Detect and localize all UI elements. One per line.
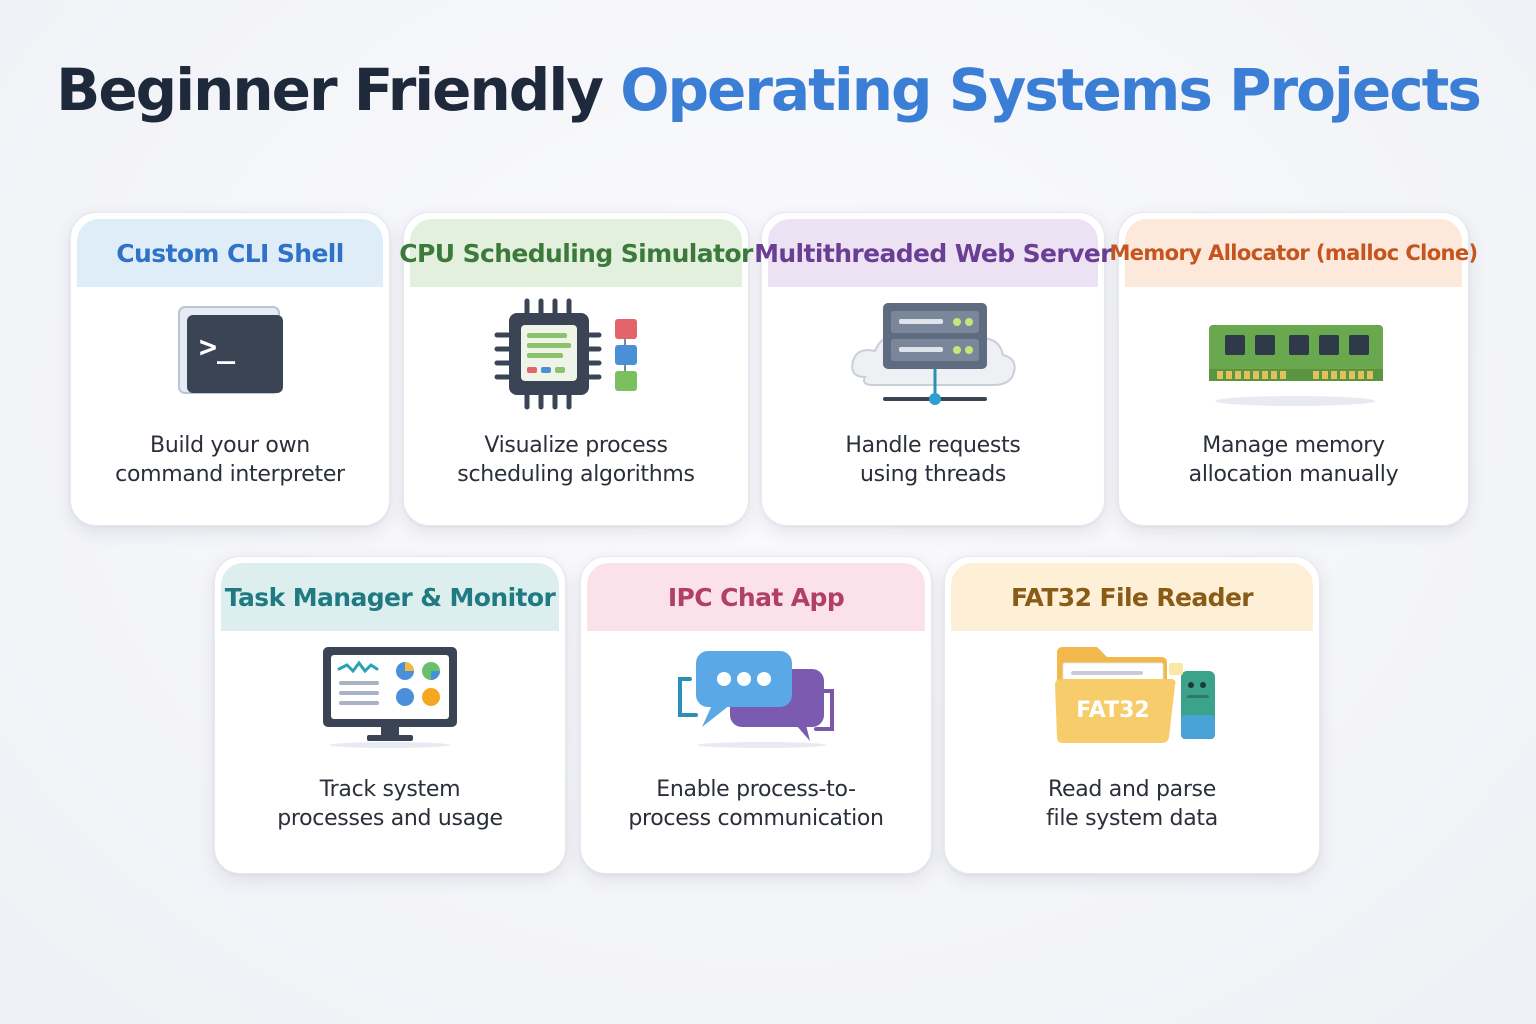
description-line-1: Handle requests [845, 433, 1021, 458]
terminal-icon: >_ [165, 295, 295, 409]
project-card-memory-allocator: Memory Allocator (malloc Clone) Manage m… [1109, 212, 1478, 526]
project-card-cli-shell: Custom CLI Shell >_ Build your own comma… [70, 212, 390, 526]
card-title: CPU Scheduling Simulator [399, 219, 753, 287]
description-line-1: Enable process-to- [656, 777, 856, 802]
description-line-2: process communication [628, 806, 884, 831]
terminal-prompt: >_ [199, 330, 236, 365]
ram-module-icon [1199, 295, 1389, 419]
description-line-1: Build your own [150, 433, 310, 458]
description-line-2: allocation manually [1188, 462, 1399, 487]
description-line-2: scheduling algorithms [457, 462, 695, 487]
card-title: IPC Chat App [587, 563, 925, 631]
project-card-task-manager: Task Manager & Monitor Track system proc… [214, 556, 566, 874]
card-description: Track system processes and usage [225, 775, 555, 833]
card-title: Task Manager & Monitor [221, 563, 559, 631]
cpu-chip-icon [491, 295, 661, 419]
description-line-2: file system data [1046, 806, 1218, 831]
card-description: Manage memory allocation manually [1129, 431, 1458, 489]
project-card-fat32-reader: FAT32 File Reader FAT32 Read and parse f… [944, 556, 1320, 874]
card-title: Memory Allocator (malloc Clone) [1109, 219, 1478, 287]
project-card-cpu-scheduling: CPU Scheduling Simulator Visualize proce… [399, 212, 753, 526]
card-description: Read and parse file system data [955, 775, 1309, 833]
description-line-2: processes and usage [277, 806, 503, 831]
page-title: Beginner Friendly Operating Systems Proj… [0, 56, 1536, 124]
card-description: Build your own command interpreter [81, 431, 379, 489]
description-line-1: Track system [319, 777, 461, 802]
project-card-web-server: Multithreaded Web Server Handle requests… [754, 212, 1113, 526]
folder-label: FAT32 [1076, 698, 1149, 723]
card-title: Multithreaded Web Server [754, 219, 1113, 287]
card-description: Handle requests using threads [772, 431, 1094, 489]
monitor-dashboard-icon [315, 639, 465, 755]
chat-bubbles-icon [666, 639, 846, 758]
description-line-2: command interpreter [115, 462, 345, 487]
description-line-1: Read and parse [1048, 777, 1216, 802]
fat32-folder-icon: FAT32 [1047, 639, 1217, 755]
card-description: Enable process-to- process communication [591, 775, 921, 833]
project-card-ipc-chat: IPC Chat App Enable process-to- process … [580, 556, 932, 874]
card-description: Visualize process scheduling algorithms [414, 431, 738, 489]
description-line-2: using threads [859, 462, 1007, 487]
title-part-accent: Operating Systems Projects [620, 56, 1482, 124]
card-title: FAT32 File Reader [951, 563, 1313, 631]
server-icon [843, 295, 1023, 419]
title-part-dark: Beginner Friendly [56, 56, 621, 124]
description-line-1: Visualize process [484, 433, 668, 458]
description-line-1: Manage memory [1202, 433, 1385, 458]
card-title: Custom CLI Shell [77, 219, 383, 287]
